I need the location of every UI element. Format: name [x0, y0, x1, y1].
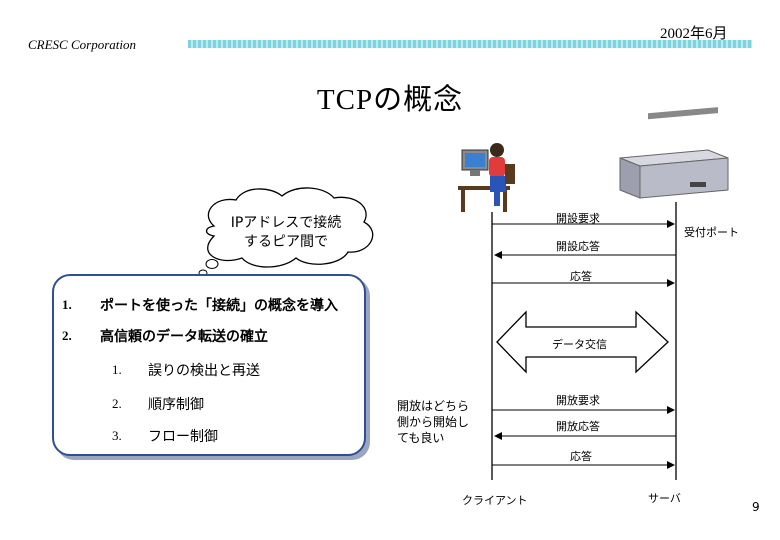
subpoint-3-text: フロー制御	[148, 429, 218, 445]
cloud-line-2: するピア間で	[244, 234, 328, 250]
open-response-label: 開設応答	[556, 240, 600, 253]
data-exchange-label: データ交信	[552, 338, 607, 351]
concept-panel	[52, 274, 366, 456]
point-2-text: 高信頼のデータ転送の確立	[100, 329, 268, 345]
data-exchange-arrow	[496, 310, 669, 374]
ack-label-2: 応答	[570, 450, 592, 463]
cloud-line-1: IPアドレスで接続	[230, 215, 342, 231]
point-1-number: 1.	[62, 297, 72, 312]
page-number: 9	[752, 500, 760, 514]
receive-port-label: 受付ポート	[684, 226, 739, 239]
cloud-text: IPアドレスで接続 するピア間で	[208, 214, 364, 252]
ack-label-1: 応答	[570, 270, 592, 283]
release-note: 開放はどちら 側から開始し ても良い	[397, 399, 470, 445]
page-title: TCPの概念	[316, 84, 464, 116]
server-drive-icon	[619, 107, 729, 199]
server-label: サーバ	[648, 492, 681, 505]
client-label: クライアント	[462, 494, 528, 507]
open-request-label: 開設要求	[556, 212, 600, 225]
point-1-text: ポートを使った「接続」の概念を導入	[100, 298, 338, 314]
subpoint-3-number: 3.	[112, 428, 122, 443]
subpoint-1-number: 1.	[112, 362, 122, 377]
point-2-number: 2.	[62, 328, 72, 343]
company-name: CRESC Corporation	[28, 37, 136, 52]
subpoint-1-text: 誤りの検出と再送	[148, 363, 260, 379]
subpoint-2-number: 2.	[112, 396, 122, 411]
release-response-label: 開放応答	[556, 420, 600, 433]
header-bar	[188, 40, 752, 48]
subpoint-2-text: 順序制御	[148, 397, 204, 413]
computer-user-icon	[458, 143, 515, 212]
release-request-label: 開放要求	[556, 394, 600, 407]
date-label: 2002年6月	[660, 26, 728, 42]
